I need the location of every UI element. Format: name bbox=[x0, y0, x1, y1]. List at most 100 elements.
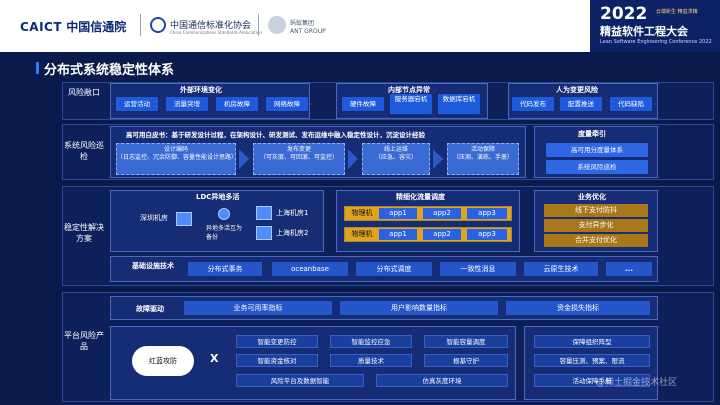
platform-label: 平台风险产品 bbox=[64, 331, 104, 351]
white-paper-headline: 高可用白皮书：基于研发设计过程，在架构设计、研发测试、发布运维中融入稳定性设计，… bbox=[126, 131, 425, 139]
flow-step-release: 发布变更 （可灰度、可回滚、可监控） bbox=[253, 143, 345, 175]
biz-opt-item: 合并支付优化 bbox=[544, 234, 648, 247]
assurance-item: 活动保障手册 bbox=[534, 374, 650, 387]
risk-item: 流量突增 bbox=[166, 97, 208, 111]
flow-app: app1 bbox=[379, 229, 417, 240]
fault-metric: 业务可用率指标 bbox=[184, 301, 332, 315]
solutions-label: 稳定性解决方案 bbox=[64, 223, 104, 243]
capability-item: 根基守护 bbox=[424, 354, 508, 367]
flow-host: 物理机 bbox=[351, 230, 373, 238]
header-bar: CAICT 中国信通院 中国通信标准化协会 China Communicatio… bbox=[0, 0, 720, 52]
capability-item: 风险平台及数据智能 bbox=[236, 374, 364, 387]
flow-step-detail: （可灰度、可回滚、可监控） bbox=[259, 154, 338, 161]
flow-step-design: 设计编码 （日志监控、冗余防御、容量性能设计思路） bbox=[116, 143, 238, 175]
risk-item: 机房故障 bbox=[216, 97, 258, 111]
flow-step-ops: 线上运维 （应急、容灾） bbox=[362, 143, 430, 175]
shenzhen-dc-label: 深圳机房 bbox=[140, 214, 168, 222]
flow-step-title: 发布变更 bbox=[286, 146, 311, 153]
system-inspection-label: 系统风险巡检 bbox=[64, 141, 104, 161]
infra-item-more: ... bbox=[606, 262, 652, 276]
capability-item: 仿真灰度环境 bbox=[376, 374, 508, 387]
ccsa-subtitle: China Communications Standards Associati… bbox=[170, 30, 262, 35]
infra-item: 云原生技术 bbox=[524, 262, 598, 276]
conference-tagline: 云端新生 精益求精 bbox=[656, 9, 698, 15]
red-blue-attack-defense: 红蓝攻防 bbox=[132, 346, 194, 376]
flow-arrow-icon bbox=[433, 149, 443, 169]
traffic-title: 精细化流量调度 bbox=[396, 193, 445, 201]
risk-exposure-label: 风险敞口 bbox=[68, 88, 100, 97]
flow-step-event: 活动保障 （压测、演练、手册） bbox=[447, 143, 519, 175]
infra-item: 分布式事务 bbox=[188, 262, 262, 276]
ant-group-cn: 蚂蚁集团 bbox=[290, 20, 315, 27]
caict-name: 中国信通院 bbox=[66, 20, 127, 34]
caict-logo: CAICT 中国信通院 bbox=[20, 18, 126, 35]
flow-step-detail: （压测、演练、手册） bbox=[452, 154, 513, 161]
datacenter-icon bbox=[256, 226, 272, 240]
remote-backup-note: 异地多活互为备份 bbox=[206, 225, 243, 241]
traffic-flow-row: 物理机 app1 app2 app3 bbox=[344, 206, 512, 221]
infra-item: 分布式调度 bbox=[356, 262, 432, 276]
flow-step-title: 线上运维 bbox=[383, 146, 408, 153]
ant-group-en: ANT GROUP bbox=[290, 28, 326, 35]
fault-metric: 资金损失指标 bbox=[506, 301, 650, 315]
internal-node-title: 内部节点异常 bbox=[388, 86, 430, 94]
capability-item: 智能资金核对 bbox=[236, 354, 318, 367]
infra-item: oceanbase bbox=[272, 262, 348, 276]
risk-item: 代码缺陷 bbox=[610, 97, 652, 111]
logo-divider bbox=[258, 14, 259, 36]
flow-arrow-icon bbox=[239, 149, 249, 169]
watermark: @稀土掘金技术社区 bbox=[596, 378, 678, 388]
human-change-title: 人为变更风险 bbox=[556, 86, 598, 94]
metric-item: 系统风险巡检 bbox=[546, 160, 648, 174]
flow-step-detail: （日志监控、冗余防御、容量性能设计思路） bbox=[117, 154, 238, 161]
logo-divider bbox=[140, 14, 141, 36]
sync-icon bbox=[218, 208, 230, 220]
assurance-item: 容量压测、预案、限流 bbox=[534, 354, 650, 367]
risk-item: 数据库宕机 bbox=[438, 94, 480, 114]
flow-app: app3 bbox=[467, 208, 507, 219]
biz-opt-item: 支付异步化 bbox=[544, 219, 648, 232]
flow-app: app2 bbox=[423, 208, 461, 219]
flow-step-title: 活动保障 bbox=[470, 146, 495, 153]
ldc-title: LDC异地多活 bbox=[196, 193, 240, 201]
infra-item: 一致性消息 bbox=[440, 262, 516, 276]
ant-group-mark-icon bbox=[268, 16, 286, 34]
conference-banner bbox=[590, 0, 720, 52]
capability-item: 智能变更防控 bbox=[236, 335, 318, 348]
biz-opt-item: 线下支付防抖 bbox=[544, 204, 648, 217]
capability-item: 智能容量调度 bbox=[424, 335, 508, 348]
risk-item: 网络故障 bbox=[266, 97, 308, 111]
conference-name-en: Lean Software Engineering Conference 202… bbox=[600, 39, 712, 45]
flow-arrow-icon bbox=[348, 149, 358, 169]
flow-app: app2 bbox=[423, 229, 461, 240]
conference-name: 精益软件工程大会 bbox=[600, 25, 688, 38]
ccsa-mark-icon bbox=[150, 17, 166, 33]
biz-opt-title: 业务优化 bbox=[578, 193, 606, 201]
assurance-item: 保障组织阵型 bbox=[534, 335, 650, 348]
risk-item: 代码发布 bbox=[512, 97, 554, 111]
flow-app: app1 bbox=[379, 208, 417, 219]
risk-item: 服务器宕机 bbox=[390, 94, 432, 114]
metric-title: 度量牵引 bbox=[578, 130, 606, 138]
caict-abbr: CAICT bbox=[20, 20, 63, 34]
external-change-title: 外部环境变化 bbox=[180, 86, 222, 94]
ccsa-name: 中国通信标准化协会 bbox=[170, 21, 252, 31]
risk-item: 运营活动 bbox=[116, 97, 158, 111]
conference-year: 2022 bbox=[600, 4, 648, 24]
page-title: 分布式系统稳定性体系 bbox=[44, 63, 175, 78]
flow-host: 物理机 bbox=[351, 209, 373, 217]
ldc-panel bbox=[110, 190, 324, 252]
datacenter-icon bbox=[256, 206, 272, 220]
risk-item: 配置推送 bbox=[560, 97, 602, 111]
x-mark-icon: X bbox=[210, 352, 219, 365]
infra-label: 基础设施技术 bbox=[132, 262, 174, 270]
metric-item: 高可用分度量体系 bbox=[546, 143, 648, 157]
capability-item: 智能监控应急 bbox=[330, 335, 412, 348]
flow-app: app3 bbox=[467, 229, 507, 240]
risk-item: 硬件故障 bbox=[342, 97, 384, 111]
fault-driven-label: 故障驱动 bbox=[136, 305, 164, 313]
fault-metric: 用户影响数量指标 bbox=[340, 301, 498, 315]
capability-item: 质量技术 bbox=[330, 354, 412, 367]
title-accent bbox=[36, 62, 39, 74]
flow-step-title: 设计编码 bbox=[163, 146, 188, 153]
